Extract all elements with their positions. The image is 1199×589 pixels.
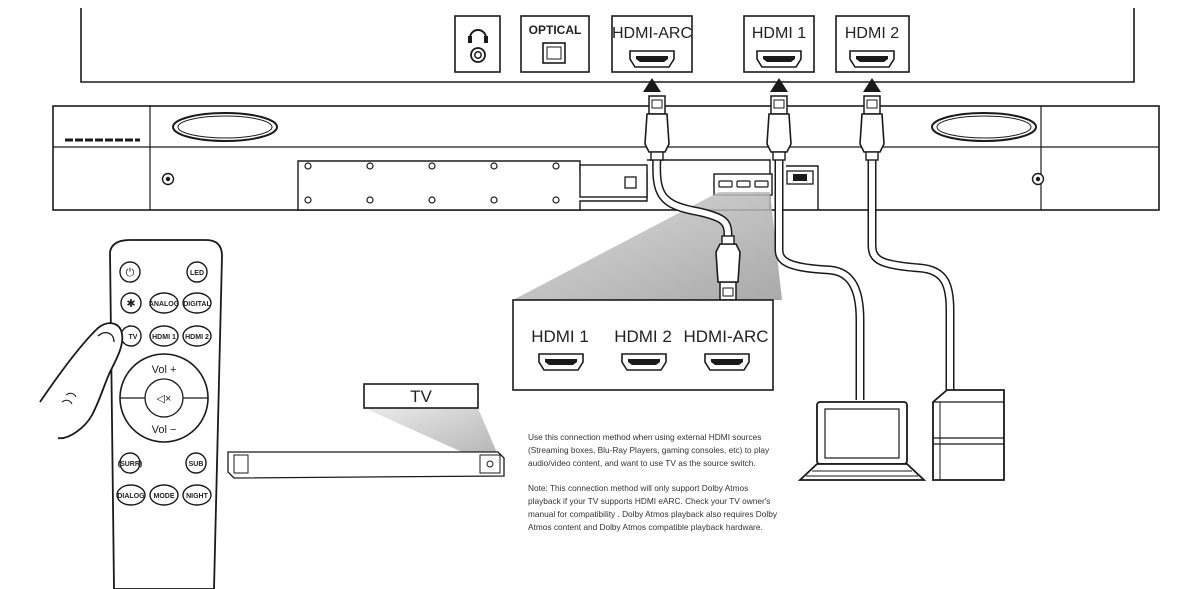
cable-arc [652, 150, 733, 241]
tv-port-hdmi1-label: HDMI 1 [752, 25, 806, 42]
mute-button[interactable] [144, 378, 184, 418]
cable-hdmi2-device [867, 155, 955, 390]
arrow-into-hdmi1 [770, 78, 788, 92]
zoom-port-hdmi2-label: HDMI 2 [614, 327, 672, 346]
volume-up-button[interactable]: Vol + [152, 364, 177, 376]
arrow-into-hdmi-arc [643, 78, 661, 92]
night-button-label: NIGHT [186, 493, 209, 500]
hdmi-plug-hdmi1 [766, 95, 792, 161]
soundbar-optical-port [624, 176, 637, 189]
laptop-icon [797, 401, 927, 481]
left-upfire-speaker [172, 112, 278, 142]
mode-button-label: MODE [154, 493, 175, 500]
volume-dpad: ◁× Vol + Vol − [119, 353, 209, 443]
analog-button-label: ANALOG [149, 301, 180, 308]
surround-button[interactable]: (SURR) [118, 452, 143, 474]
description-paragraph-2: Note: This connection method will only s… [528, 483, 778, 532]
mute-icon: ◁× [157, 393, 172, 405]
small-soundbar [227, 451, 505, 479]
bluetooth-icon: ✱ [126, 297, 135, 310]
tv-button[interactable]: TV [120, 325, 142, 347]
remote-control: ⏻ LED ✱ ANALOG DIGITAL TV HDMI 1 HDMI 2 [109, 239, 223, 589]
night-button[interactable]: NIGHT [182, 484, 212, 506]
tv-beam [364, 408, 500, 460]
tv-box: TV [363, 383, 479, 409]
connection-description: Use this connection method when using ex… [528, 431, 778, 546]
surround-button-label: (SURR) [118, 461, 143, 468]
tv-port-hdmi-arc: HDMI-ARC [611, 15, 693, 73]
tv-port-hdmi2-label: HDMI 2 [845, 25, 899, 42]
power-icon: ⏻ [126, 266, 135, 279]
zoom-port-hdmi1-label: HDMI 1 [531, 327, 589, 346]
mount-holes [304, 162, 560, 204]
digital-button-label: DIGITAL [183, 301, 211, 308]
zoom-port-hdmi1 [538, 353, 584, 371]
hdmi2-button-label: HDMI 2 [185, 334, 209, 341]
power-button[interactable]: ⏻ [119, 261, 141, 283]
hdmi1-button[interactable]: HDMI 1 [149, 325, 179, 347]
right-upfire-speaker [931, 112, 1037, 142]
zoom-port-hdmi-arc [704, 353, 750, 371]
dialog-button-label: DIALOG [117, 493, 145, 500]
tv-back-panel [80, 8, 1135, 83]
mode-button[interactable]: MODE [149, 484, 179, 506]
zoom-panel: HDMI 1 HDMI 2 HDMI-ARC [512, 299, 774, 391]
hdmi-plug-zoom [715, 235, 741, 301]
tv-port-optical: OPTICAL [520, 15, 590, 73]
analog-button[interactable]: ANALOG [149, 292, 180, 314]
tv-port-hdmi-arc-label: HDMI-ARC [612, 25, 692, 42]
led-button[interactable]: LED [186, 261, 208, 283]
hdmi-plug-hdmi2 [859, 95, 885, 161]
hdmi2-button[interactable]: HDMI 2 [182, 325, 212, 347]
tv-box-label: TV [410, 387, 432, 406]
arrow-into-hdmi2 [863, 78, 881, 92]
led-button-label: LED [190, 270, 204, 277]
volume-down-button[interactable]: Vol − [152, 424, 177, 436]
bluetooth-button[interactable]: ✱ [120, 292, 142, 314]
tv-button-label: TV [129, 334, 138, 341]
screw-left [161, 172, 175, 186]
cable-hdmi1-device [774, 155, 865, 400]
description-paragraph-1: Use this connection method when using ex… [528, 432, 770, 468]
tv-port-hdmi2: HDMI 2 [835, 15, 910, 73]
tv-port-headphone [454, 15, 501, 73]
soundbar [52, 105, 1160, 211]
optical-socket-icon [542, 42, 566, 64]
sub-button-label: SUB [189, 461, 204, 468]
screw-right [1031, 172, 1045, 186]
headphone-icon [468, 29, 488, 63]
game-console-icon [932, 389, 1005, 481]
tv-port-hdmi1: HDMI 1 [743, 15, 815, 73]
digital-button[interactable]: DIGITAL [182, 292, 212, 314]
sub-button[interactable]: SUB [185, 452, 207, 474]
pressing-finger-icon [39, 322, 124, 440]
tv-port-optical-label: OPTICAL [529, 23, 582, 37]
zoom-port-hdmi-arc-label: HDMI-ARC [684, 327, 769, 346]
hdmi-plug-arc [644, 95, 670, 161]
zoom-port-hdmi2 [621, 353, 667, 371]
dialog-button[interactable]: DIALOG [116, 484, 146, 506]
hdmi1-button-label: HDMI 1 [152, 334, 176, 341]
